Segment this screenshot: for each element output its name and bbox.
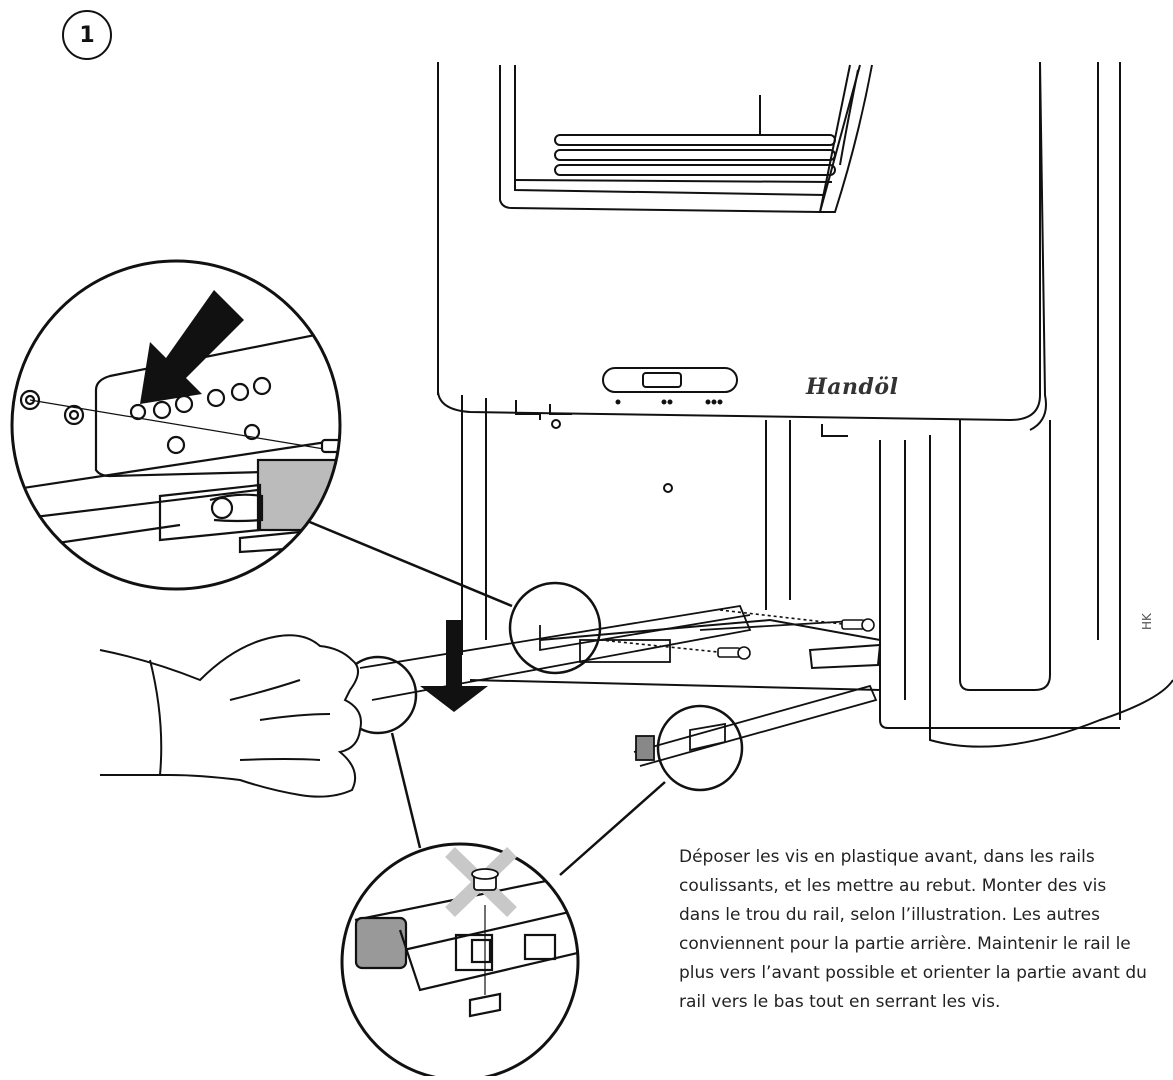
- arrow-diagonal-icon: [140, 290, 244, 404]
- corner-mark: HK: [1140, 613, 1154, 630]
- detail-view-rail-front: [10, 259, 342, 591]
- step-number-badge: 1: [62, 10, 112, 60]
- arrow-down-icon: [420, 620, 488, 712]
- stove-body: [437, 61, 1173, 748]
- hand-illustration: [99, 634, 362, 798]
- detail-view-rail-screw: [340, 842, 580, 1080]
- brand-logo: Handöl: [806, 374, 899, 400]
- screw-icon: [471, 868, 499, 891]
- detail-markers: [275, 506, 744, 876]
- instruction-text: Déposer les vis en plastique avant, dans…: [679, 847, 1147, 1012]
- screw-icon: [599, 609, 875, 660]
